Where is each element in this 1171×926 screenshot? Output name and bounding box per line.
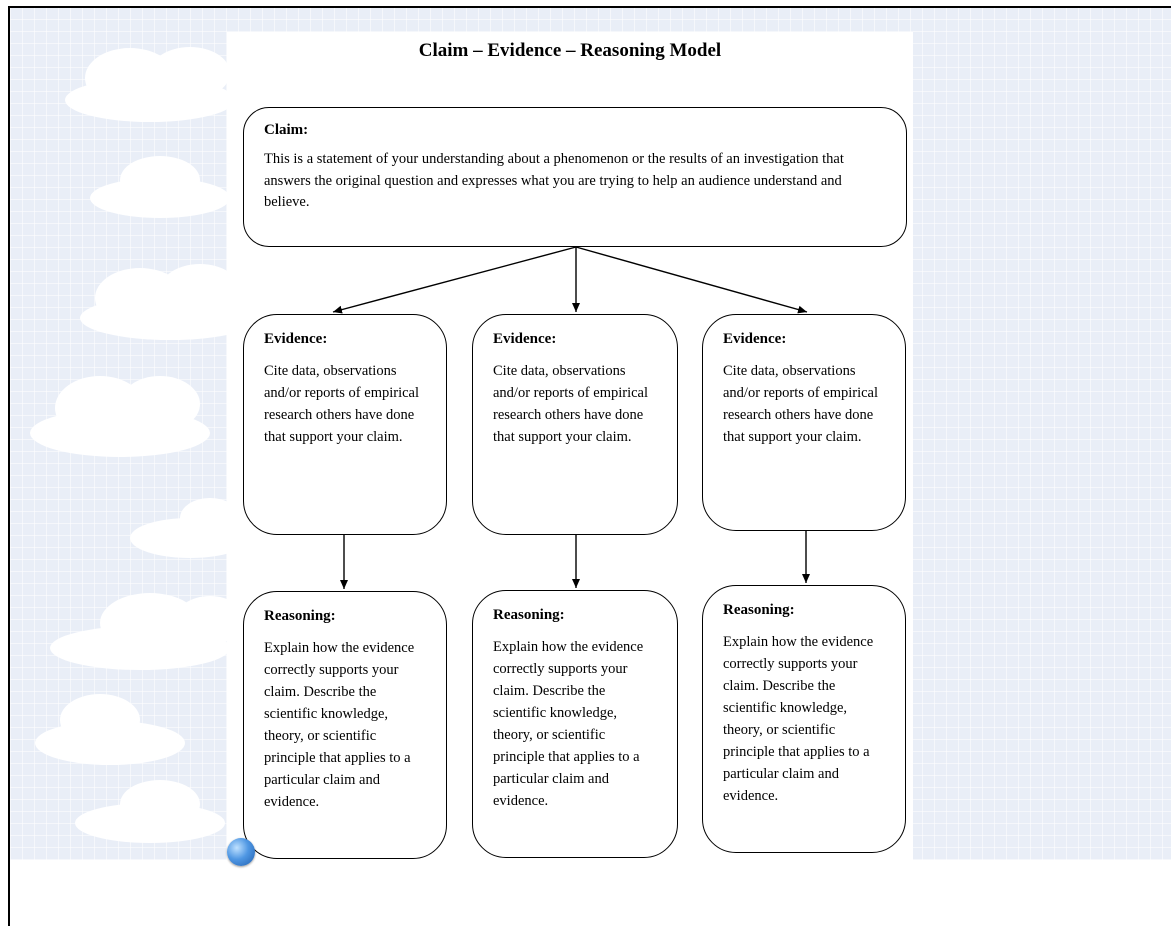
slide-frame: Claim – Evidence – Reasoning Model Claim… [8,6,1171,926]
evidence-box-2: Evidence: Cite data, observations and/or… [472,314,678,535]
reasoning-heading: Reasoning: [264,608,336,624]
reasoning-box-2: Reasoning: Explain how the evidence corr… [472,590,678,858]
reasoning-heading: Reasoning: [723,602,795,618]
diagram-page: Claim – Evidence – Reasoning Model Claim… [227,32,913,866]
reasoning-text: Explain how the evidence correctly suppo… [723,634,874,804]
evidence-box-1: Evidence: Cite data, observations and/or… [243,314,447,535]
connector-arrows [332,246,810,589]
evidence-box-3: Evidence: Cite data, observations and/or… [702,314,906,531]
evidence-heading: Evidence: [264,331,328,347]
evidence-text: Cite data, observations and/or reports o… [493,363,649,445]
reasoning-text: Explain how the evidence correctly suppo… [264,640,415,810]
arrow-claim-to-evidence-1 [332,246,577,314]
diagram-title: Claim – Evidence – Reasoning Model [418,40,722,61]
reasoning-box-1: Reasoning: Explain how the evidence corr… [243,591,447,859]
claim-text: This is a statement of your understandin… [264,151,844,210]
reasoning-text: Explain how the evidence correctly suppo… [493,639,644,809]
evidence-text: Cite data, observations and/or reports o… [723,363,879,445]
evidence-heading: Evidence: [723,331,787,347]
claim-box: Claim: This is a statement of your under… [243,107,907,247]
globe-icon[interactable] [227,838,255,866]
reasoning-heading: Reasoning: [493,607,565,623]
evidence-text: Cite data, observations and/or reports o… [264,363,420,445]
claim-heading: Claim: [264,122,309,138]
reasoning-box-3: Reasoning: Explain how the evidence corr… [702,585,906,853]
arrow-claim-to-evidence-3 [575,246,808,314]
sky-background: Claim – Evidence – Reasoning Model Claim… [10,8,1171,866]
clouds-decoration [30,47,260,843]
evidence-heading: Evidence: [493,331,557,347]
